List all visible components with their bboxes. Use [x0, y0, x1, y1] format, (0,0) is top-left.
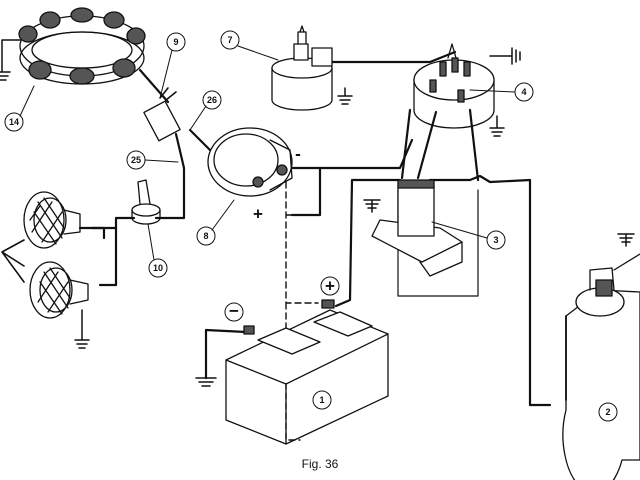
wire-ammeter-solenoid	[290, 166, 322, 217]
ground-solenoid	[363, 199, 381, 213]
ground-key-bottom	[489, 115, 505, 137]
callout-starter: 2	[605, 407, 610, 417]
callout-wire-25: 25	[131, 155, 141, 165]
wire-solenoid-battery	[334, 178, 402, 308]
callout-ignition: 7	[227, 35, 232, 45]
ammeter-minus-symbol: -	[295, 145, 301, 164]
wire-key-starter	[468, 108, 480, 182]
light-arrows	[1, 239, 25, 283]
ground-ignition	[337, 87, 353, 105]
callout-battery: 1	[319, 395, 324, 405]
headlight-upper	[23, 191, 81, 249]
callout-labels: 14 9 26 25 7 4 3 8 10 1 2 − + + -	[9, 35, 611, 417]
wire-alternator-fuse	[138, 68, 170, 104]
ammeter-plus-symbol: +	[253, 205, 263, 224]
battery-positive-symbol: +	[325, 277, 335, 296]
wire-ignition	[328, 50, 457, 64]
callout-alternator: 14	[9, 117, 19, 127]
callout-circles	[4, 30, 618, 422]
alternator-ring	[18, 7, 146, 85]
battery-negative-symbol: −	[229, 302, 239, 321]
headlight-lower	[29, 261, 89, 319]
toggle-switch	[131, 179, 161, 225]
solenoid	[371, 179, 463, 277]
fuse-holder	[143, 87, 181, 142]
wire-ammeter-key	[318, 138, 414, 170]
wire-solenoid-key-2	[416, 110, 438, 180]
ground-starter	[617, 233, 635, 247]
ground-alternator	[0, 39, 21, 81]
callout-ammeter: 8	[203, 231, 208, 241]
callout-key-switch: 4	[521, 87, 526, 97]
callout-wire-26: 26	[207, 95, 217, 105]
ground-battery	[195, 377, 217, 387]
ground-symbols	[0, 39, 635, 387]
wire-solenoid-starter	[428, 174, 552, 407]
callout-switch: 10	[153, 263, 163, 273]
battery	[225, 299, 389, 445]
ground-key-top	[489, 47, 521, 65]
key-switch	[413, 43, 495, 129]
starter-motor	[562, 253, 640, 480]
ground-lights	[74, 309, 90, 349]
ammeter	[207, 127, 293, 197]
ignition-module	[271, 25, 333, 111]
wire-headlight-ground	[90, 226, 106, 240]
wire-solenoid-key	[400, 108, 412, 180]
callout-solenoid: 3	[493, 235, 498, 245]
callout-fuse: 9	[173, 37, 178, 47]
figure-caption: Fig. 36	[301, 457, 339, 471]
wire-switch-lights	[98, 216, 136, 287]
wire-25	[154, 132, 186, 220]
wire-battery-ground	[204, 328, 248, 380]
wire-26	[188, 128, 214, 154]
